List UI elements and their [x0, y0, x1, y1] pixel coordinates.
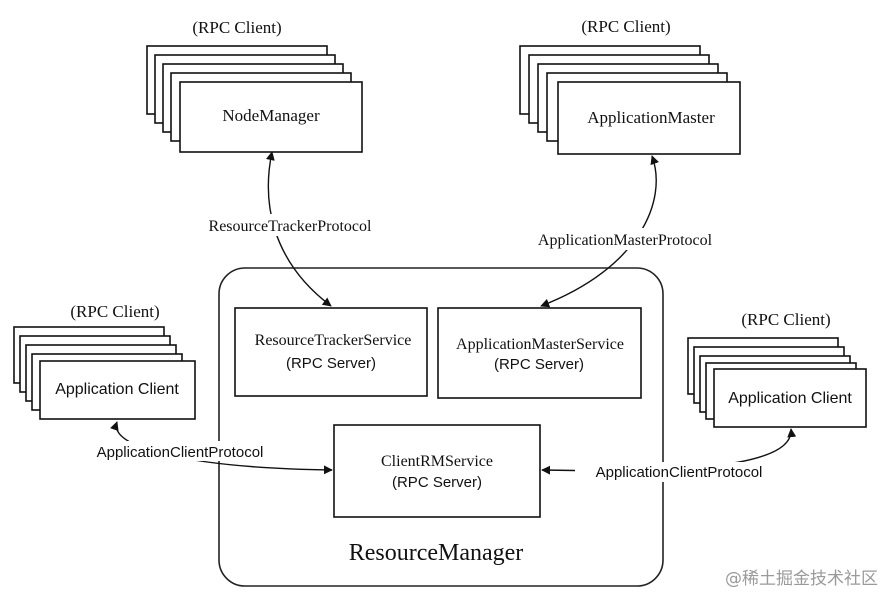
application-master-service-rpc-server-label: (RPC Server)	[494, 356, 584, 373]
protocol-labels: ResourceTrackerProtocol ApplicationMaste…	[76, 214, 785, 482]
node-manager-rpc-client-label: (RPC Client)	[192, 18, 281, 37]
application-master-service-box	[437, 307, 642, 399]
resource-manager-title: ResourceManager	[349, 540, 524, 566]
application-client-left-rpc-client-label: (RPC Client)	[70, 302, 159, 321]
resource-tracker-service-rpc-server-label: (RPC Server)	[286, 355, 376, 372]
application-master-service-label: ApplicationMasterService	[456, 336, 624, 353]
application-client-right-stack: (RPC Client) Application Client	[687, 310, 867, 428]
resource-manager: ResourceTrackerService (RPC Server) Appl…	[218, 267, 664, 587]
application-master-rpc-client-label: (RPC Client)	[581, 17, 670, 36]
node-manager-stack: (RPC Client) NodeManager	[146, 18, 363, 153]
application-client-left-label: Application Client	[55, 381, 179, 398]
resource-tracker-service-label: ResourceTrackerService	[255, 332, 412, 349]
application-client-left-stack: (RPC Client) Application Client	[13, 302, 196, 420]
application-client-left-box	[39, 360, 196, 420]
application-client-protocol-left-label: ApplicationClientProtocol	[97, 444, 264, 461]
client-rm-service-label: ClientRMService	[381, 453, 493, 470]
node-manager-label: NodeManager	[222, 106, 320, 125]
application-master-stack: (RPC Client) ApplicationMaster	[519, 17, 741, 155]
application-master-box	[557, 81, 741, 155]
application-master-label: ApplicationMaster	[587, 108, 715, 127]
application-client-right-label: Application Client	[728, 390, 852, 407]
client-rm-service-box	[333, 424, 541, 518]
resource-tracker-service-box	[234, 307, 428, 397]
watermark: @稀土掘金技术社区	[725, 569, 878, 589]
client-rm-service-rpc-server-label: (RPC Server)	[392, 474, 482, 491]
application-client-right-box	[713, 368, 867, 428]
resource-tracker-protocol-label: ResourceTrackerProtocol	[209, 218, 372, 235]
application-client-right-rpc-client-label: (RPC Client)	[741, 310, 830, 329]
application-master-protocol-label: ApplicationMasterProtocol	[538, 232, 713, 249]
application-client-protocol-right-label: ApplicationClientProtocol	[596, 464, 763, 481]
